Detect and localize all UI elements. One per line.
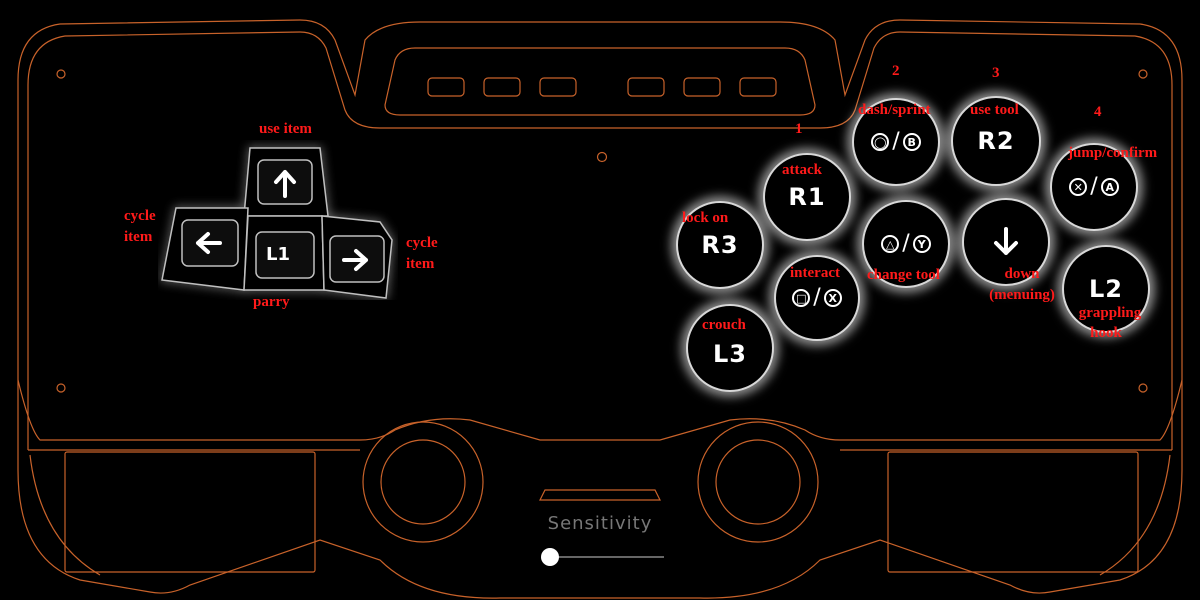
label-use-tool: use tool <box>970 102 1019 118</box>
r3-button-key: R3 <box>701 231 739 259</box>
dpad-center-key-label: L1 <box>266 244 290 265</box>
label-down-1: down <box>1004 266 1040 282</box>
label-num-3: 3 <box>992 65 1000 81</box>
cross-a-symbol: ✕ / A <box>1069 176 1119 198</box>
label-use-item: use item <box>259 121 312 137</box>
label-cycle-right-2: item <box>406 256 435 272</box>
label-cycle-left-2: item <box>124 229 153 245</box>
arrow-left-icon <box>196 232 222 254</box>
label-num-2: 2 <box>892 63 900 79</box>
triangle-icon: △ <box>881 235 900 253</box>
dpad-keys <box>161 147 393 299</box>
sensitivity-slider-track[interactable] <box>550 556 664 558</box>
sensitivity-label: Sensitivity <box>547 513 653 534</box>
triangle-y-symbol: △ / Y <box>881 233 931 255</box>
label-lock-on: lock on <box>682 210 729 226</box>
label-jump: jump/confirm <box>1068 145 1158 161</box>
label-change-tool: change tool <box>867 267 940 283</box>
dash-button[interactable]: ◯ / B <box>852 98 940 186</box>
circle-icon: ◯ <box>871 133 890 151</box>
jump-button[interactable]: ✕ / A <box>1050 143 1138 231</box>
label-down-2: (menuing) <box>989 287 1055 303</box>
r2-button-key: R2 <box>977 127 1015 155</box>
label-parry: parry <box>253 294 290 310</box>
b-icon: B <box>902 133 921 151</box>
label-dash: dash/sprint <box>858 102 931 118</box>
y-icon: Y <box>912 235 931 253</box>
label-interact: interact <box>790 265 840 281</box>
l3-button-key: L3 <box>713 340 747 368</box>
l3-button[interactable]: L3 <box>686 304 774 392</box>
arrow-down-icon <box>994 227 1018 255</box>
label-cycle-left-1: cycle <box>124 208 156 224</box>
arrow-right-icon <box>342 249 368 271</box>
r1-button-key: R1 <box>788 183 826 211</box>
cross-icon: ✕ <box>1069 178 1088 196</box>
a-icon: A <box>1100 178 1119 196</box>
arrow-up-icon <box>274 170 296 198</box>
down-button[interactable] <box>962 198 1050 286</box>
r2-button[interactable]: R2 <box>951 96 1041 186</box>
interact-button[interactable]: □ / X <box>774 255 860 341</box>
label-grappling-2: hook <box>1090 325 1122 341</box>
label-crouch: crouch <box>702 317 746 333</box>
label-num-1: 1 <box>795 121 803 137</box>
label-cycle-right-1: cycle <box>406 235 438 251</box>
circle-b-symbol: ◯ / B <box>871 131 921 153</box>
sensitivity-slider-knob[interactable] <box>541 548 559 566</box>
l2-button-key: L2 <box>1089 275 1123 303</box>
change-tool-button[interactable]: △ / Y <box>862 200 950 288</box>
l2-button[interactable]: L2 <box>1062 245 1150 333</box>
r1-button[interactable]: R1 <box>763 153 851 241</box>
r3-button[interactable]: R3 <box>676 201 764 289</box>
x-icon: X <box>823 289 842 307</box>
label-attack: attack <box>782 162 822 178</box>
square-icon: □ <box>792 289 811 307</box>
label-grappling-1: grappling <box>1078 305 1142 321</box>
label-num-4: 4 <box>1094 104 1102 120</box>
square-x-symbol: □ / X <box>792 287 842 309</box>
